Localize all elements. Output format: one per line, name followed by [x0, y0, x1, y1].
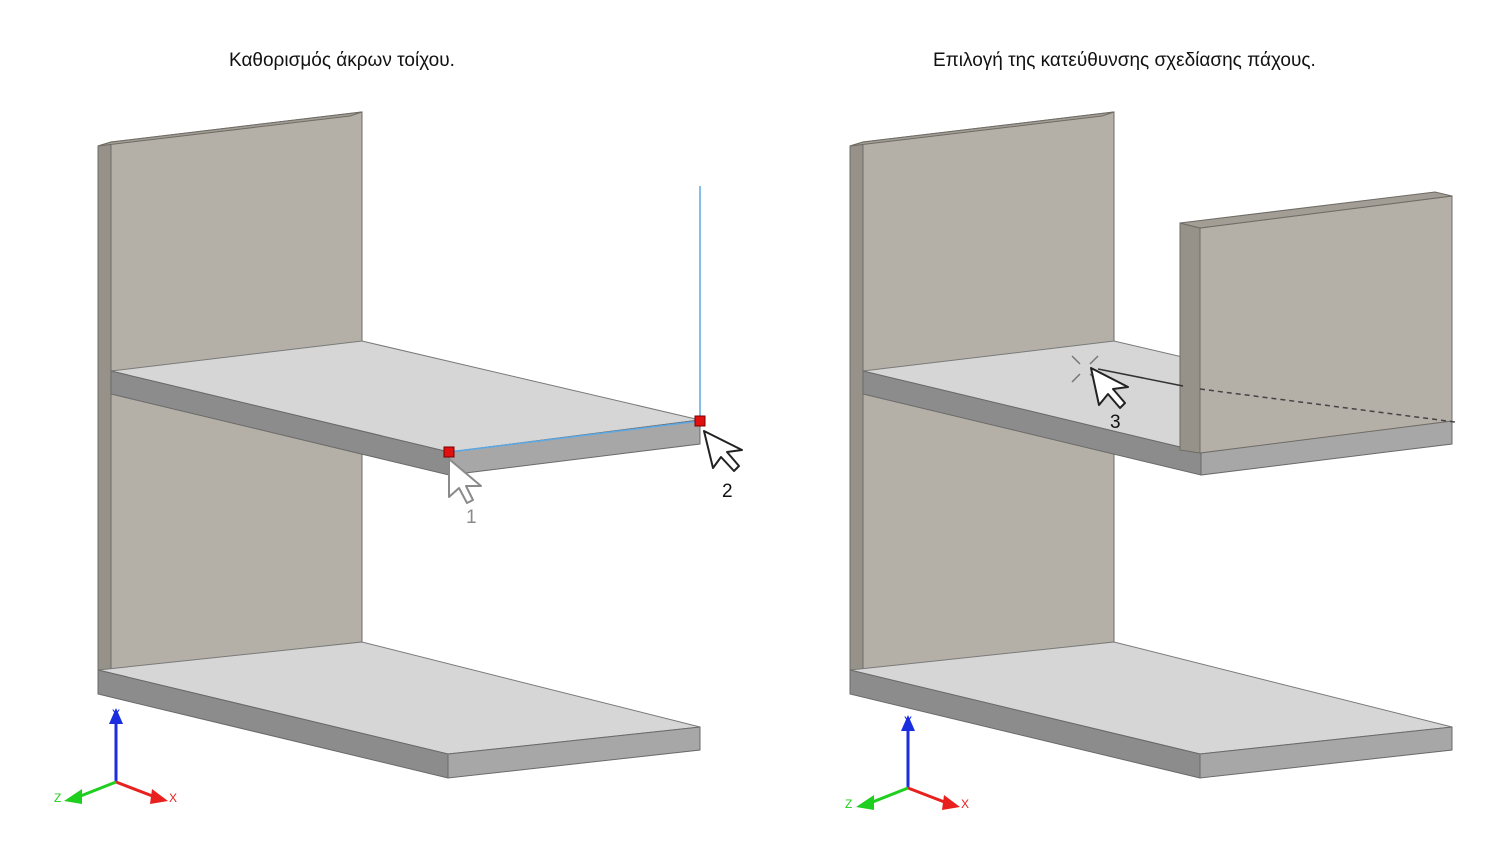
right-axis-triad: Y X Z	[845, 714, 969, 811]
left-guide-horizontal	[448, 420, 701, 453]
left-bottom-slab-side	[447, 726, 701, 779]
axis-y-arrow-icon	[109, 708, 123, 724]
right-new-wall-face	[1199, 195, 1453, 454]
cursor-1-icon	[448, 458, 482, 504]
axis-x-arrow-icon	[942, 795, 960, 810]
left-axis-triad: Y X Z	[54, 707, 177, 805]
right-panel-title: Επιλογή της κατεύθυνσης σχεδίασης πάχους…	[933, 50, 1316, 71]
left-scene: 1 2 Y X Z	[54, 111, 743, 805]
axis-x-label: X	[961, 797, 969, 811]
right-direction-line	[1097, 368, 1184, 387]
cursor-3-icon	[1090, 367, 1129, 409]
left-snap-point-2	[694, 415, 706, 427]
axis-y-arrow-icon	[901, 715, 915, 731]
cursor-2-icon	[703, 430, 743, 472]
right-new-wall-edge	[1179, 222, 1201, 454]
axis-x-label: X	[169, 791, 177, 805]
axis-y-label: Y	[112, 707, 120, 721]
left-panel-title: Καθορισμός άκρων τοίχου.	[229, 50, 455, 71]
axis-x-arrow-icon	[150, 789, 168, 804]
left-snap-point-1	[443, 446, 455, 458]
step-2-label: 2	[722, 481, 733, 502]
axis-y-label: Y	[904, 714, 912, 728]
step-3-label: 3	[1110, 412, 1121, 433]
axis-z-label: Z	[54, 791, 61, 805]
right-wall-edge	[849, 141, 864, 673]
left-wall-edge	[97, 141, 112, 673]
axis-z-arrow-icon	[64, 789, 82, 804]
right-bottom-slab-side	[1199, 726, 1453, 779]
step-1-label: 1	[466, 507, 477, 528]
left-wall-top	[97, 111, 363, 147]
right-scene: 3 Y X Z	[845, 111, 1456, 811]
right-new-wall-top	[1179, 191, 1453, 229]
axis-z-arrow-icon	[856, 795, 874, 810]
axis-z-label: Z	[845, 797, 852, 811]
right-wall-top	[849, 111, 1115, 147]
right-direction-dashed	[1199, 388, 1456, 423]
